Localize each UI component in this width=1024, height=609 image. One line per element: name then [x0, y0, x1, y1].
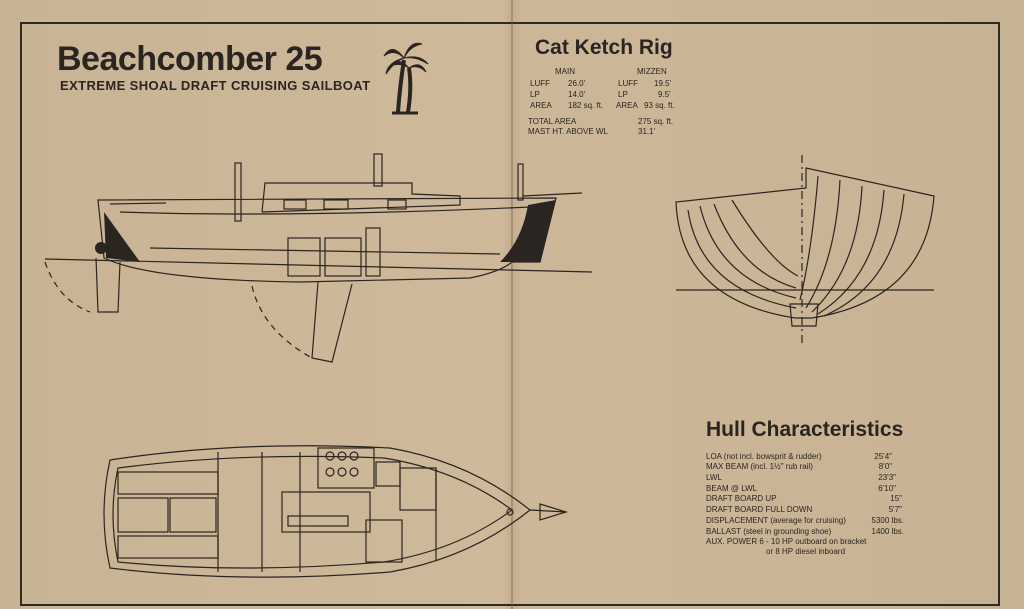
spec-value: 5'7" [888, 505, 902, 514]
rig-main-value: 26.0' [568, 79, 586, 88]
hull-title: Hull Characteristics [706, 418, 904, 441]
boat-subtitle: EXTREME SHOAL DRAFT CRUISING SAILBOAT [60, 78, 371, 93]
rig-label: AREA [530, 101, 552, 110]
rig-title: Cat Ketch Rig [535, 36, 673, 59]
spec-label: DRAFT BOARD FULL DOWN [706, 505, 813, 514]
rig-mizzen-value: 93 sq. ft. [644, 101, 675, 110]
spec-label: DRAFT BOARD UP [706, 494, 777, 503]
spec-label: LOA (not incl. bowsprit & rudder) [706, 452, 822, 461]
spec-value: 15" [890, 494, 902, 503]
spec-value: 8'0" [878, 462, 892, 471]
spec-value: 23'3" [878, 473, 896, 482]
rig-mizzen-value: 19.5' [654, 79, 672, 88]
rig-label: LP [618, 90, 628, 99]
page-frame [20, 22, 1000, 606]
page-fold [511, 0, 513, 609]
spec-value: 25'4" [874, 452, 892, 461]
rig-main-header: MAIN [555, 67, 575, 76]
rig-mizzen-header: MIZZEN [637, 67, 667, 76]
rig-label: LUFF [618, 79, 638, 88]
spec-value: 1400 lbs. [871, 527, 904, 536]
rig-total-value: 275 sq. ft. [638, 117, 674, 126]
spec-label: DISPLACEMENT (average for cruising) [706, 516, 846, 525]
spec-value: 6'10" [878, 484, 896, 493]
rig-main-value: 14.0' [568, 90, 586, 99]
spec-label: LWL [706, 473, 722, 482]
rig-total-value: 31.1' [638, 127, 656, 136]
boat-title: Beachcomber 25 [57, 40, 323, 78]
spec-label: AUX. POWER 6 - 10 HP outboard on bracket [706, 537, 867, 546]
rig-label: LUFF [530, 79, 550, 88]
spec-label: MAX BEAM (incl. 1½" rub rail) [706, 462, 813, 471]
spec-label: or 8 HP diesel inboard [766, 547, 846, 556]
rig-label: LP [530, 90, 540, 99]
rig-main-value: 182 sq. ft. [568, 101, 604, 110]
spec-label: BALLAST (steel in grounding shoe) [706, 527, 832, 536]
rig-mizzen-value: 9.5' [658, 90, 671, 99]
rig-label: AREA [616, 101, 638, 110]
spec-value: 5300 lbs. [871, 516, 904, 525]
spec-label: BEAM @ LWL [706, 484, 758, 493]
rig-total-label: MAST HT. ABOVE WL [528, 127, 608, 136]
rig-total-label: TOTAL AREA [528, 117, 577, 126]
